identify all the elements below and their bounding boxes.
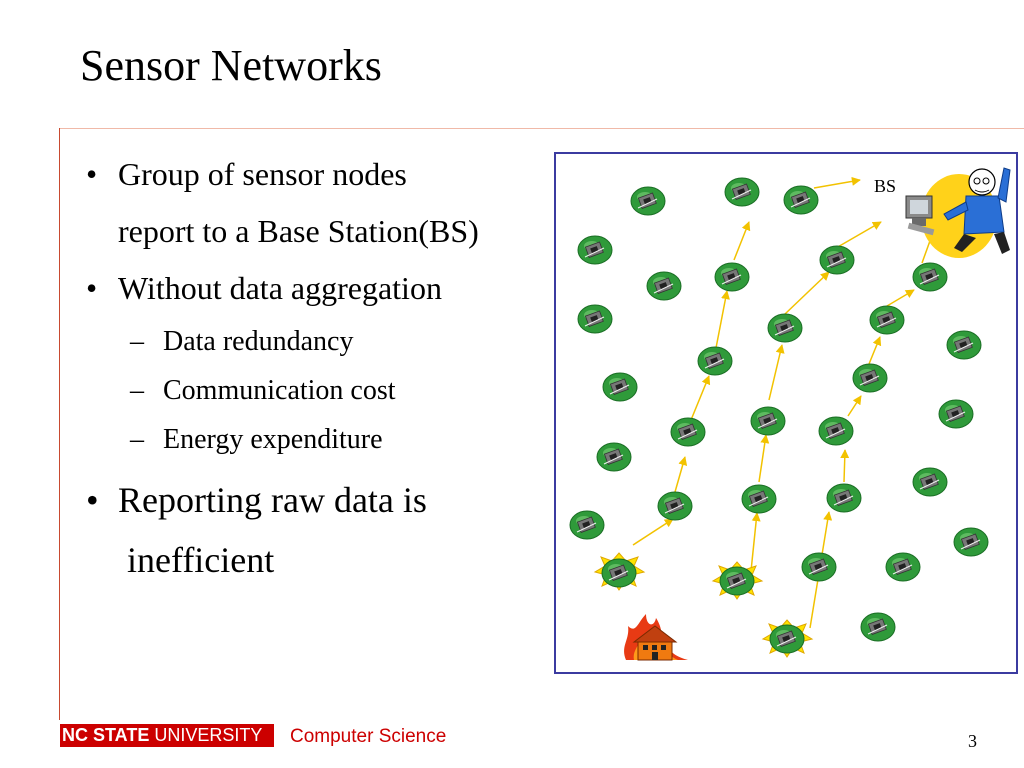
triggered-sensor-icon: [711, 561, 764, 600]
bullet-dot: •: [86, 156, 98, 192]
title-divider: [60, 128, 1024, 129]
triggered-sensor-icon: [761, 619, 814, 658]
sub-bullet-dash: –: [130, 375, 144, 406]
triggered-sensor-icon: [593, 552, 646, 591]
bullet-text: Group of sensor nodes: [118, 156, 407, 192]
bullet-dot: •: [86, 270, 98, 306]
sensor-network-diagram: BS: [554, 152, 1018, 674]
left-margin-line: [59, 128, 60, 720]
bullet-dot: •: [86, 480, 99, 520]
bullet-item: • Group of sensor nodes report to a Base…: [80, 146, 560, 260]
slide-title: Sensor Networks: [80, 41, 382, 90]
sub-bullet-dash: –: [130, 326, 144, 357]
logo-university: UNIVERSITY: [154, 725, 263, 745]
bullet-text: inefficient: [118, 540, 275, 580]
department-label: Computer Science: [290, 726, 447, 747]
sub-bullet-text: Communication cost: [163, 375, 396, 406]
bullet-text: Without data aggregation: [118, 270, 442, 306]
bullet-text: report to a Base Station(BS): [118, 213, 479, 249]
page-number: 3: [968, 731, 977, 751]
sub-bullet-dash: –: [130, 424, 144, 455]
sub-bullet-text: Data redundancy: [163, 326, 354, 357]
burning-house-icon: [624, 614, 688, 661]
base-station-label: BS: [874, 176, 896, 196]
bullet-item: • Without data aggregation: [80, 260, 560, 317]
sub-bullet-item: – Communication cost: [80, 366, 560, 415]
base-station-operator-icon: [905, 167, 1011, 258]
bullet-item: • Reporting raw data is inefficient: [80, 470, 560, 590]
bullet-text: Reporting raw data is: [118, 480, 427, 520]
university-logo: NC STATE UNIVERSITY: [60, 724, 275, 747]
bullet-list: • Group of sensor nodes report to a Base…: [80, 146, 560, 590]
sub-bullet-text: Energy expenditure: [163, 424, 383, 455]
sub-bullet-item: – Energy expenditure: [80, 415, 560, 464]
sub-bullet-item: – Data redundancy: [80, 317, 560, 366]
logo-nc-state: NC STATE: [62, 725, 150, 745]
